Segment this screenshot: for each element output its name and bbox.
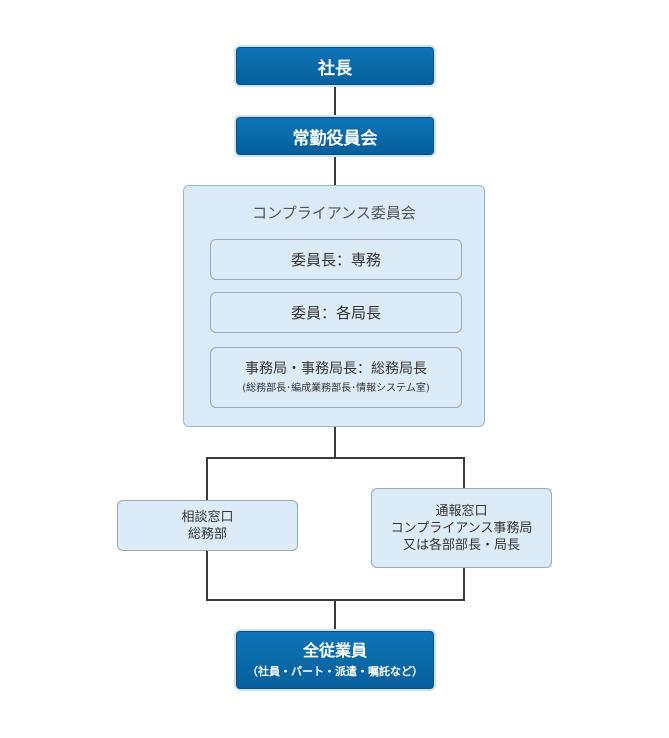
connector-left-up xyxy=(206,551,208,601)
connector-president-board xyxy=(334,84,336,116)
reporting-desk-secretariat: コンプライアンス事務局 xyxy=(390,520,533,536)
reporting-desk-box: 通報窓口 コンプライアンス事務局 又は各部部長・局長 xyxy=(371,488,552,568)
consultation-desk-box: 相談窓口 総務部 xyxy=(117,500,298,551)
consultation-desk-label: 相談窓口 xyxy=(181,509,234,525)
president-label: 社長 xyxy=(318,58,352,79)
all-employees-box: 全従業員 （社員・パート・派遣・嘱託など） xyxy=(236,631,434,689)
reporting-desk-alternative: 又は各部部長・局長 xyxy=(402,537,520,553)
connector-committee-split xyxy=(334,426,336,458)
all-employees-note: （社員・パート・派遣・嘱託など） xyxy=(247,665,423,678)
consultation-desk-department: 総務部 xyxy=(187,526,227,542)
connector-right-up xyxy=(463,567,465,601)
committee-title: コンプライアンス委員会 xyxy=(252,204,416,222)
connector-top-horizontal xyxy=(206,457,465,459)
president-box: 社長 xyxy=(236,47,434,85)
all-employees-label: 全従業員 xyxy=(302,641,367,660)
committee-secretariat-note: (総務部長･編成業務部長･情報システム室) xyxy=(242,382,430,394)
committee-members-label: 委員：各局長 xyxy=(290,304,381,322)
reporting-desk-label: 通報窓口 xyxy=(435,503,488,519)
connector-left-down xyxy=(206,457,208,501)
committee-secretariat-label: 事務局・事務局長：総務局長 xyxy=(245,360,427,377)
executive-board-label: 常勤役員会 xyxy=(292,128,378,149)
connector-to-employees xyxy=(334,599,336,631)
committee-secretariat-box: 事務局・事務局長：総務局長 (総務部長･編成業務部長･情報システム室) xyxy=(210,347,462,408)
connector-board-committee xyxy=(334,155,336,186)
connector-right-down xyxy=(463,457,465,489)
committee-chair-box: 委員長：専務 xyxy=(210,239,462,280)
committee-members-box: 委員：各局長 xyxy=(210,292,462,333)
executive-board-box: 常勤役員会 xyxy=(236,117,434,155)
committee-chair-label: 委員長：専務 xyxy=(290,251,381,269)
